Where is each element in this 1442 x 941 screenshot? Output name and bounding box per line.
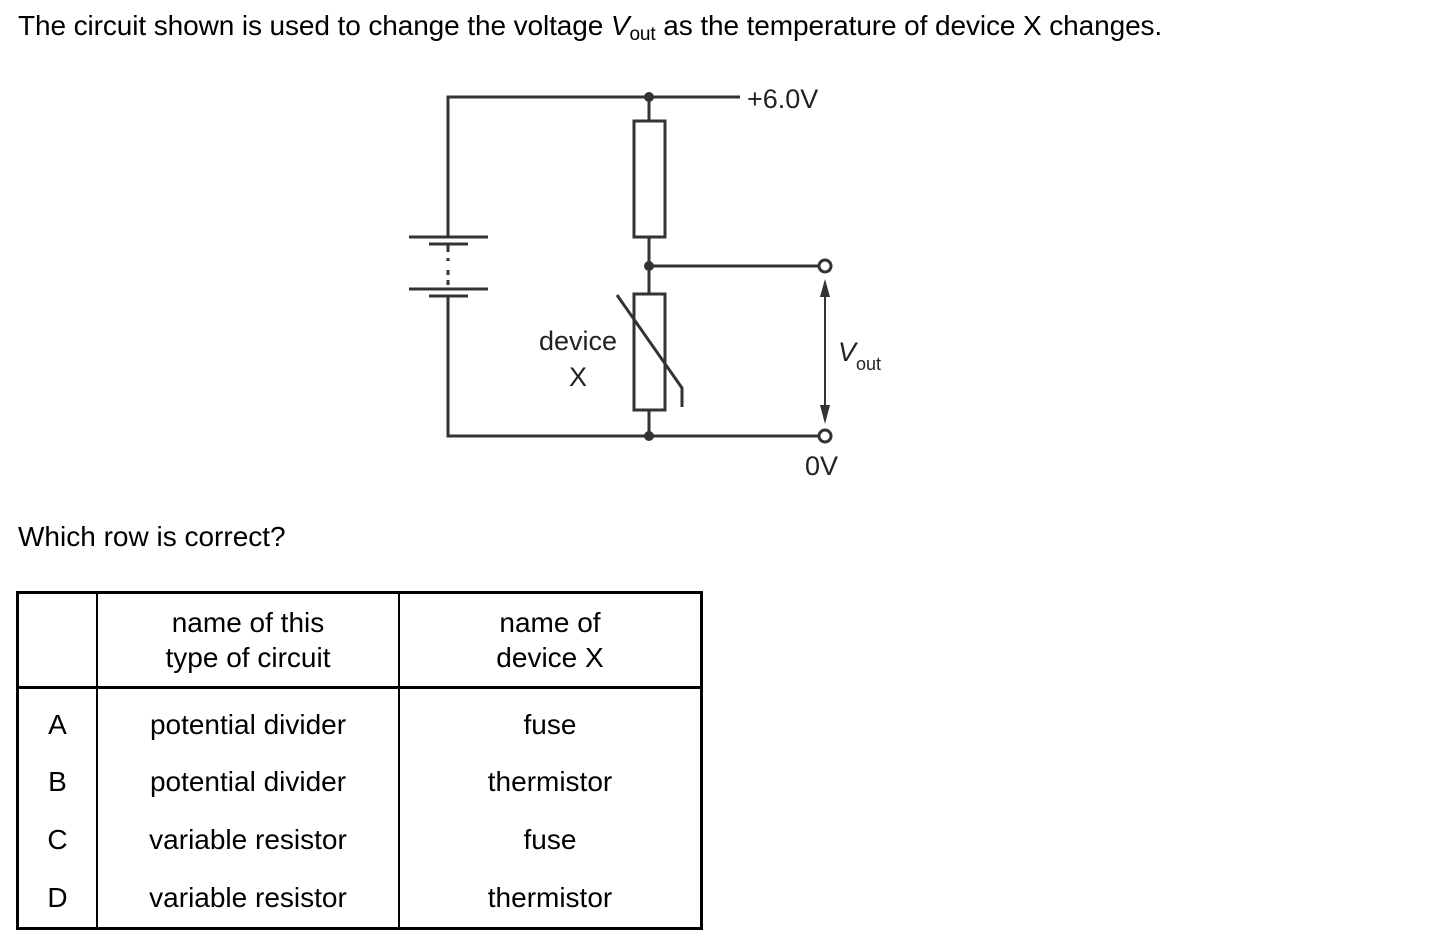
junction-dot: [644, 431, 654, 441]
question-text-start: The circuit shown is used to change the …: [18, 10, 611, 41]
thermistor-slash: [615, 294, 684, 407]
question-text-end: as the temperature of device X changes.: [655, 10, 1163, 41]
junction-dot: [644, 92, 654, 102]
arrow-up-icon: [820, 279, 830, 297]
top-wire: [446, 95, 740, 237]
header-circuit-type: name of this type of circuit: [97, 592, 400, 689]
header-device-name: name of device X: [399, 592, 702, 689]
row-letter[interactable]: D: [17, 869, 98, 929]
arrow-down-icon: [820, 405, 830, 424]
header-circuit-line1: name of this: [171, 607, 325, 638]
device-label: device: [539, 326, 617, 356]
battery-icon: [409, 235, 488, 298]
circuit-diagram: +6.0V 0V device X Vout: [409, 84, 881, 481]
answer-table: name of this type of circuit name of devic…: [16, 591, 703, 930]
vout-label: Vout: [838, 337, 881, 374]
table-row[interactable]: D variable resistor thermistor: [17, 869, 702, 929]
table-row[interactable]: C variable resistor fuse: [17, 811, 702, 869]
row-circuit: potential divider: [97, 687, 400, 753]
ground-label: 0V: [805, 451, 838, 481]
header-circuit-line2: type of circuit: [165, 642, 331, 673]
device-x-label: X: [569, 362, 587, 392]
row-circuit: potential divider: [97, 753, 400, 811]
supply-label: +6.0V: [747, 84, 818, 114]
row-circuit: variable resistor: [97, 811, 400, 869]
prompt-text: Which row is correct?: [18, 521, 286, 552]
table-row[interactable]: A potential divider fuse: [17, 687, 702, 753]
row-device: thermistor: [487, 766, 613, 797]
row-circuit: variable resistor: [97, 869, 400, 929]
header-device-line1: name of: [499, 607, 601, 638]
row-device: fuse: [523, 824, 577, 855]
vout-label-symbol: V: [838, 337, 859, 367]
header-device-line2: device X: [496, 642, 604, 673]
thermistor-device-x: [632, 292, 667, 412]
row-letter[interactable]: B: [17, 753, 98, 811]
junction-dot: [644, 261, 654, 271]
row-letter[interactable]: C: [17, 811, 98, 869]
table-row[interactable]: B potential divider thermistor: [17, 753, 702, 811]
bottom-wire: [446, 297, 818, 438]
table-header-row: name of this type of circuit name of devic…: [17, 592, 702, 689]
vout-symbol: V: [610, 10, 630, 41]
output-terminal-top: [817, 258, 833, 274]
vout-label-subscript: out: [856, 354, 881, 374]
row-letter[interactable]: A: [17, 687, 98, 753]
vout-subscript: out: [629, 24, 656, 45]
row-device: fuse: [523, 709, 577, 740]
question-text: The circuit shown is used to change the …: [18, 10, 1162, 46]
row-device: thermistor: [487, 882, 613, 913]
fixed-resistor: [632, 119, 667, 239]
header-letter: [17, 592, 98, 689]
output-terminal-bottom: [817, 428, 833, 444]
